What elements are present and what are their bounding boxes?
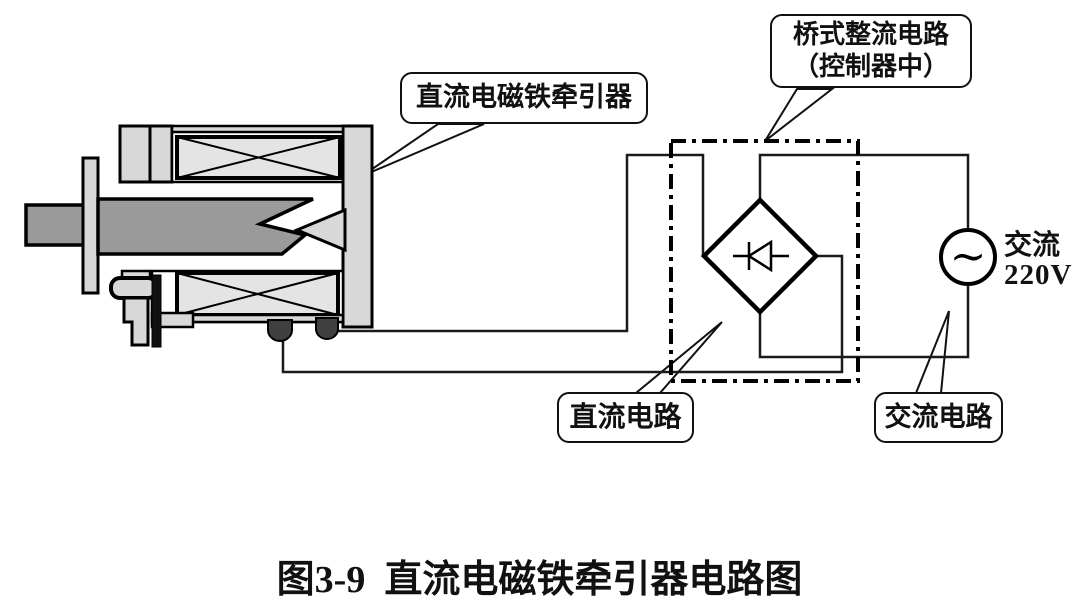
ac-source-circle <box>939 228 997 286</box>
magnet-core-wedge <box>293 207 347 253</box>
mounting-bracket <box>109 269 162 348</box>
magnet-yoke-block-1 <box>118 124 152 184</box>
callout-tail-dc-circuit <box>633 321 723 394</box>
magnet-plunger <box>96 197 314 256</box>
magnet-top-coil <box>175 135 342 180</box>
callout-ac-circuit-label: 交流电路 <box>874 392 1003 443</box>
rectifier-label-line2: （控制器中） <box>792 52 949 81</box>
ac-waveform-icon: ∼ <box>950 231 987 282</box>
callout-tail-rectifier <box>764 88 835 142</box>
callout-magnet-label: 直流电磁铁牵引器 <box>400 72 648 124</box>
ac-source-label-line2: 220V <box>1004 259 1073 292</box>
terminal-left <box>267 319 293 342</box>
ac-source-label: 交流 220V <box>1004 231 1072 291</box>
rectifier-label-line1: 桥式整流电路 <box>792 19 949 49</box>
dc-circuit-label-text: 直流电路 <box>569 402 682 433</box>
ac-wire-top <box>758 153 970 229</box>
electromagnet-assembly <box>24 124 374 348</box>
callout-tails <box>361 88 950 394</box>
callout-rectifier-label: 桥式整流电路 （控制器中） <box>770 14 972 88</box>
ac-circuit-label-text: 交流电路 <box>884 401 993 432</box>
terminal-right <box>315 317 339 340</box>
magnet-label-text: 直流电磁铁牵引器 <box>416 82 632 113</box>
figure-caption: 图3-9 直流电磁铁牵引器电路图 <box>276 559 803 601</box>
callout-dc-circuit-label: 直流电路 <box>557 392 694 443</box>
magnet-end-plate <box>341 124 374 329</box>
circuit-wires <box>281 153 970 374</box>
controller-boundary-box <box>669 139 860 383</box>
ac-source: ∼ <box>939 228 997 286</box>
ac-wire-bottom <box>758 285 970 359</box>
callout-tail-magnet <box>361 123 485 177</box>
magnet-push-rod <box>24 203 87 247</box>
callout-tail-ac-circuit <box>914 310 950 394</box>
dc-wire-lower <box>281 254 844 374</box>
ac-source-label-line1: 交流 <box>1004 230 1061 261</box>
magnet-yoke-block-2 <box>148 124 174 184</box>
magnet-flange <box>81 156 100 295</box>
dc-wire-upper <box>338 153 705 333</box>
diode-icon <box>733 239 789 273</box>
magnet-bottom-coil <box>175 271 340 317</box>
bridge-rectifier <box>700 196 820 316</box>
